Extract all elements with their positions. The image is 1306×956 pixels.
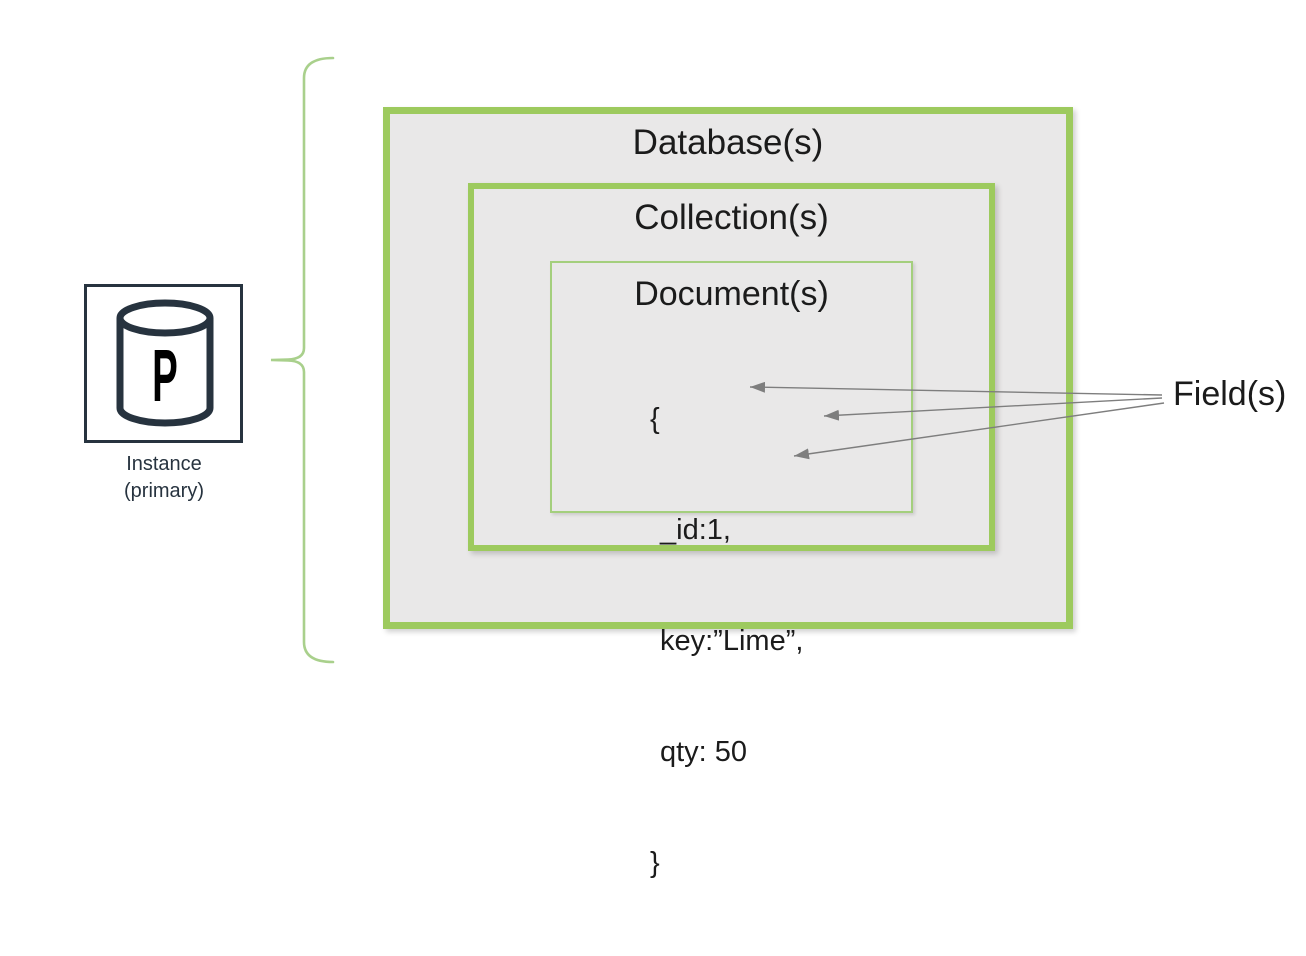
json-field-id: _id:1, xyxy=(660,514,731,546)
instance-label-line2: (primary) xyxy=(124,480,204,502)
primary-letter: P xyxy=(152,336,178,418)
document-json-snippet: { _id:1, key:”Lime”, qty: 50 } xyxy=(650,327,803,956)
document-box-title: Document(s) xyxy=(634,275,829,313)
document-box: Document(s) { _id:1, key:”Lime”, qty: 50… xyxy=(550,261,913,879)
instance-label: Instance (primary) xyxy=(64,451,264,505)
json-close-brace: } xyxy=(650,847,660,879)
json-field-qty: qty: 50 xyxy=(660,736,748,768)
fields-label: Field(s) xyxy=(1173,375,1287,413)
diagram-canvas: P Instance (primary) Database(s) Collect… xyxy=(64,56,1287,879)
database-box-title: Database(s) xyxy=(632,123,824,162)
json-field-key: key:”Lime”, xyxy=(660,625,804,657)
database-cylinder-icon: P xyxy=(116,299,214,427)
instance-icon-box: P xyxy=(84,284,243,443)
instance-label-line1: Instance xyxy=(126,453,202,475)
curly-brace-icon xyxy=(270,56,335,664)
json-open-brace: { xyxy=(650,403,660,435)
collection-box-title: Collection(s) xyxy=(634,198,829,237)
